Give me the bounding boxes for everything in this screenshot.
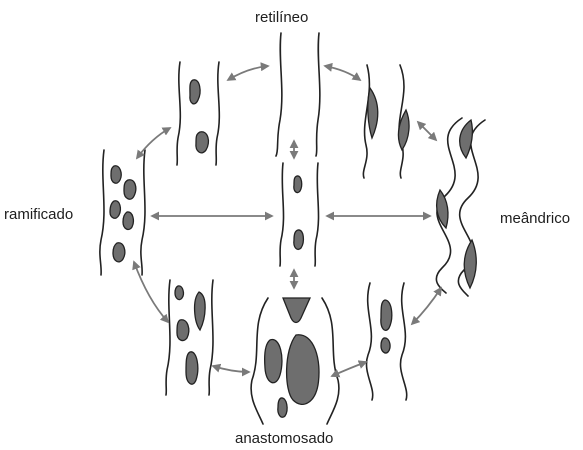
- anastomosing-bar-2: [287, 335, 319, 405]
- lower-left-bar-3: [177, 320, 189, 341]
- braided-bar-1: [111, 166, 121, 183]
- braided-bar-5: [113, 243, 125, 262]
- lower-right-right-bank: [400, 283, 406, 400]
- center-bar-2: [294, 230, 304, 249]
- lower-left-channel-sketch: [166, 280, 213, 395]
- lower-right-left-bank: [366, 283, 372, 400]
- center-channel-sketch: [280, 163, 319, 266]
- lower-left-bar-2: [195, 292, 206, 330]
- braided-bar-3: [110, 201, 120, 219]
- meandering-bar-1: [460, 120, 473, 158]
- straight-channel-sketch: [276, 33, 320, 156]
- lower-right-bar-1: [381, 300, 392, 330]
- arrow-braided-lower-left: [134, 262, 168, 322]
- upper-right-channel-sketch: [363, 65, 409, 178]
- braided-channel-sketch: [100, 150, 145, 275]
- arrow-meandering-lower-right: [412, 288, 441, 324]
- arrow-upper-right-meandering: [418, 122, 436, 140]
- meandering-bar-3: [464, 240, 476, 288]
- straight-left-bank: [276, 33, 282, 156]
- braided-bar-2: [124, 180, 136, 199]
- upper-left-right-bank: [216, 62, 219, 165]
- arrow-upper-left-straight: [228, 66, 268, 80]
- upper-left-channel-sketch: [177, 62, 219, 165]
- braided-left-bank: [100, 150, 104, 275]
- lower-left-left-bank: [166, 280, 170, 395]
- meandering-channel-sketch: [436, 118, 485, 296]
- lower-left-bar-4: [186, 352, 198, 384]
- straight-right-bank: [316, 33, 320, 156]
- label-anastomosing: anastomosado: [235, 431, 333, 446]
- lower-right-channel-sketch: [366, 283, 406, 400]
- label-braided: ramificado: [4, 207, 73, 222]
- arrow-lower-left-anastomosing: [213, 366, 249, 372]
- anastomosing-bar-top: [283, 298, 310, 323]
- upper-right-bar-1: [368, 88, 378, 138]
- upper-left-bar-2: [196, 132, 209, 153]
- center-right-bank: [315, 163, 319, 266]
- anastomosing-bar-3: [278, 398, 287, 417]
- center-left-bank: [280, 163, 284, 266]
- arrow-anastomosing-lower-right: [332, 362, 366, 376]
- upper-left-bar-1: [190, 80, 200, 104]
- anastomosing-right-bank: [322, 298, 339, 424]
- label-meandering: meândrico: [500, 211, 570, 226]
- braided-bar-4: [123, 212, 133, 230]
- anastomosing-channel-sketch: [251, 298, 339, 424]
- braided-right-bank: [141, 150, 145, 275]
- center-bar-1: [294, 176, 302, 193]
- lower-left-right-bank: [209, 280, 213, 395]
- lower-left-bar-1: [175, 286, 183, 300]
- arrow-straight-upper-right: [325, 66, 360, 80]
- arrow-braided-upper-left: [137, 128, 170, 158]
- lower-right-bar-2: [381, 338, 390, 353]
- upper-left-left-bank: [177, 62, 180, 165]
- label-straight: retilíneo: [255, 10, 308, 25]
- anastomosing-bar-1: [265, 340, 282, 383]
